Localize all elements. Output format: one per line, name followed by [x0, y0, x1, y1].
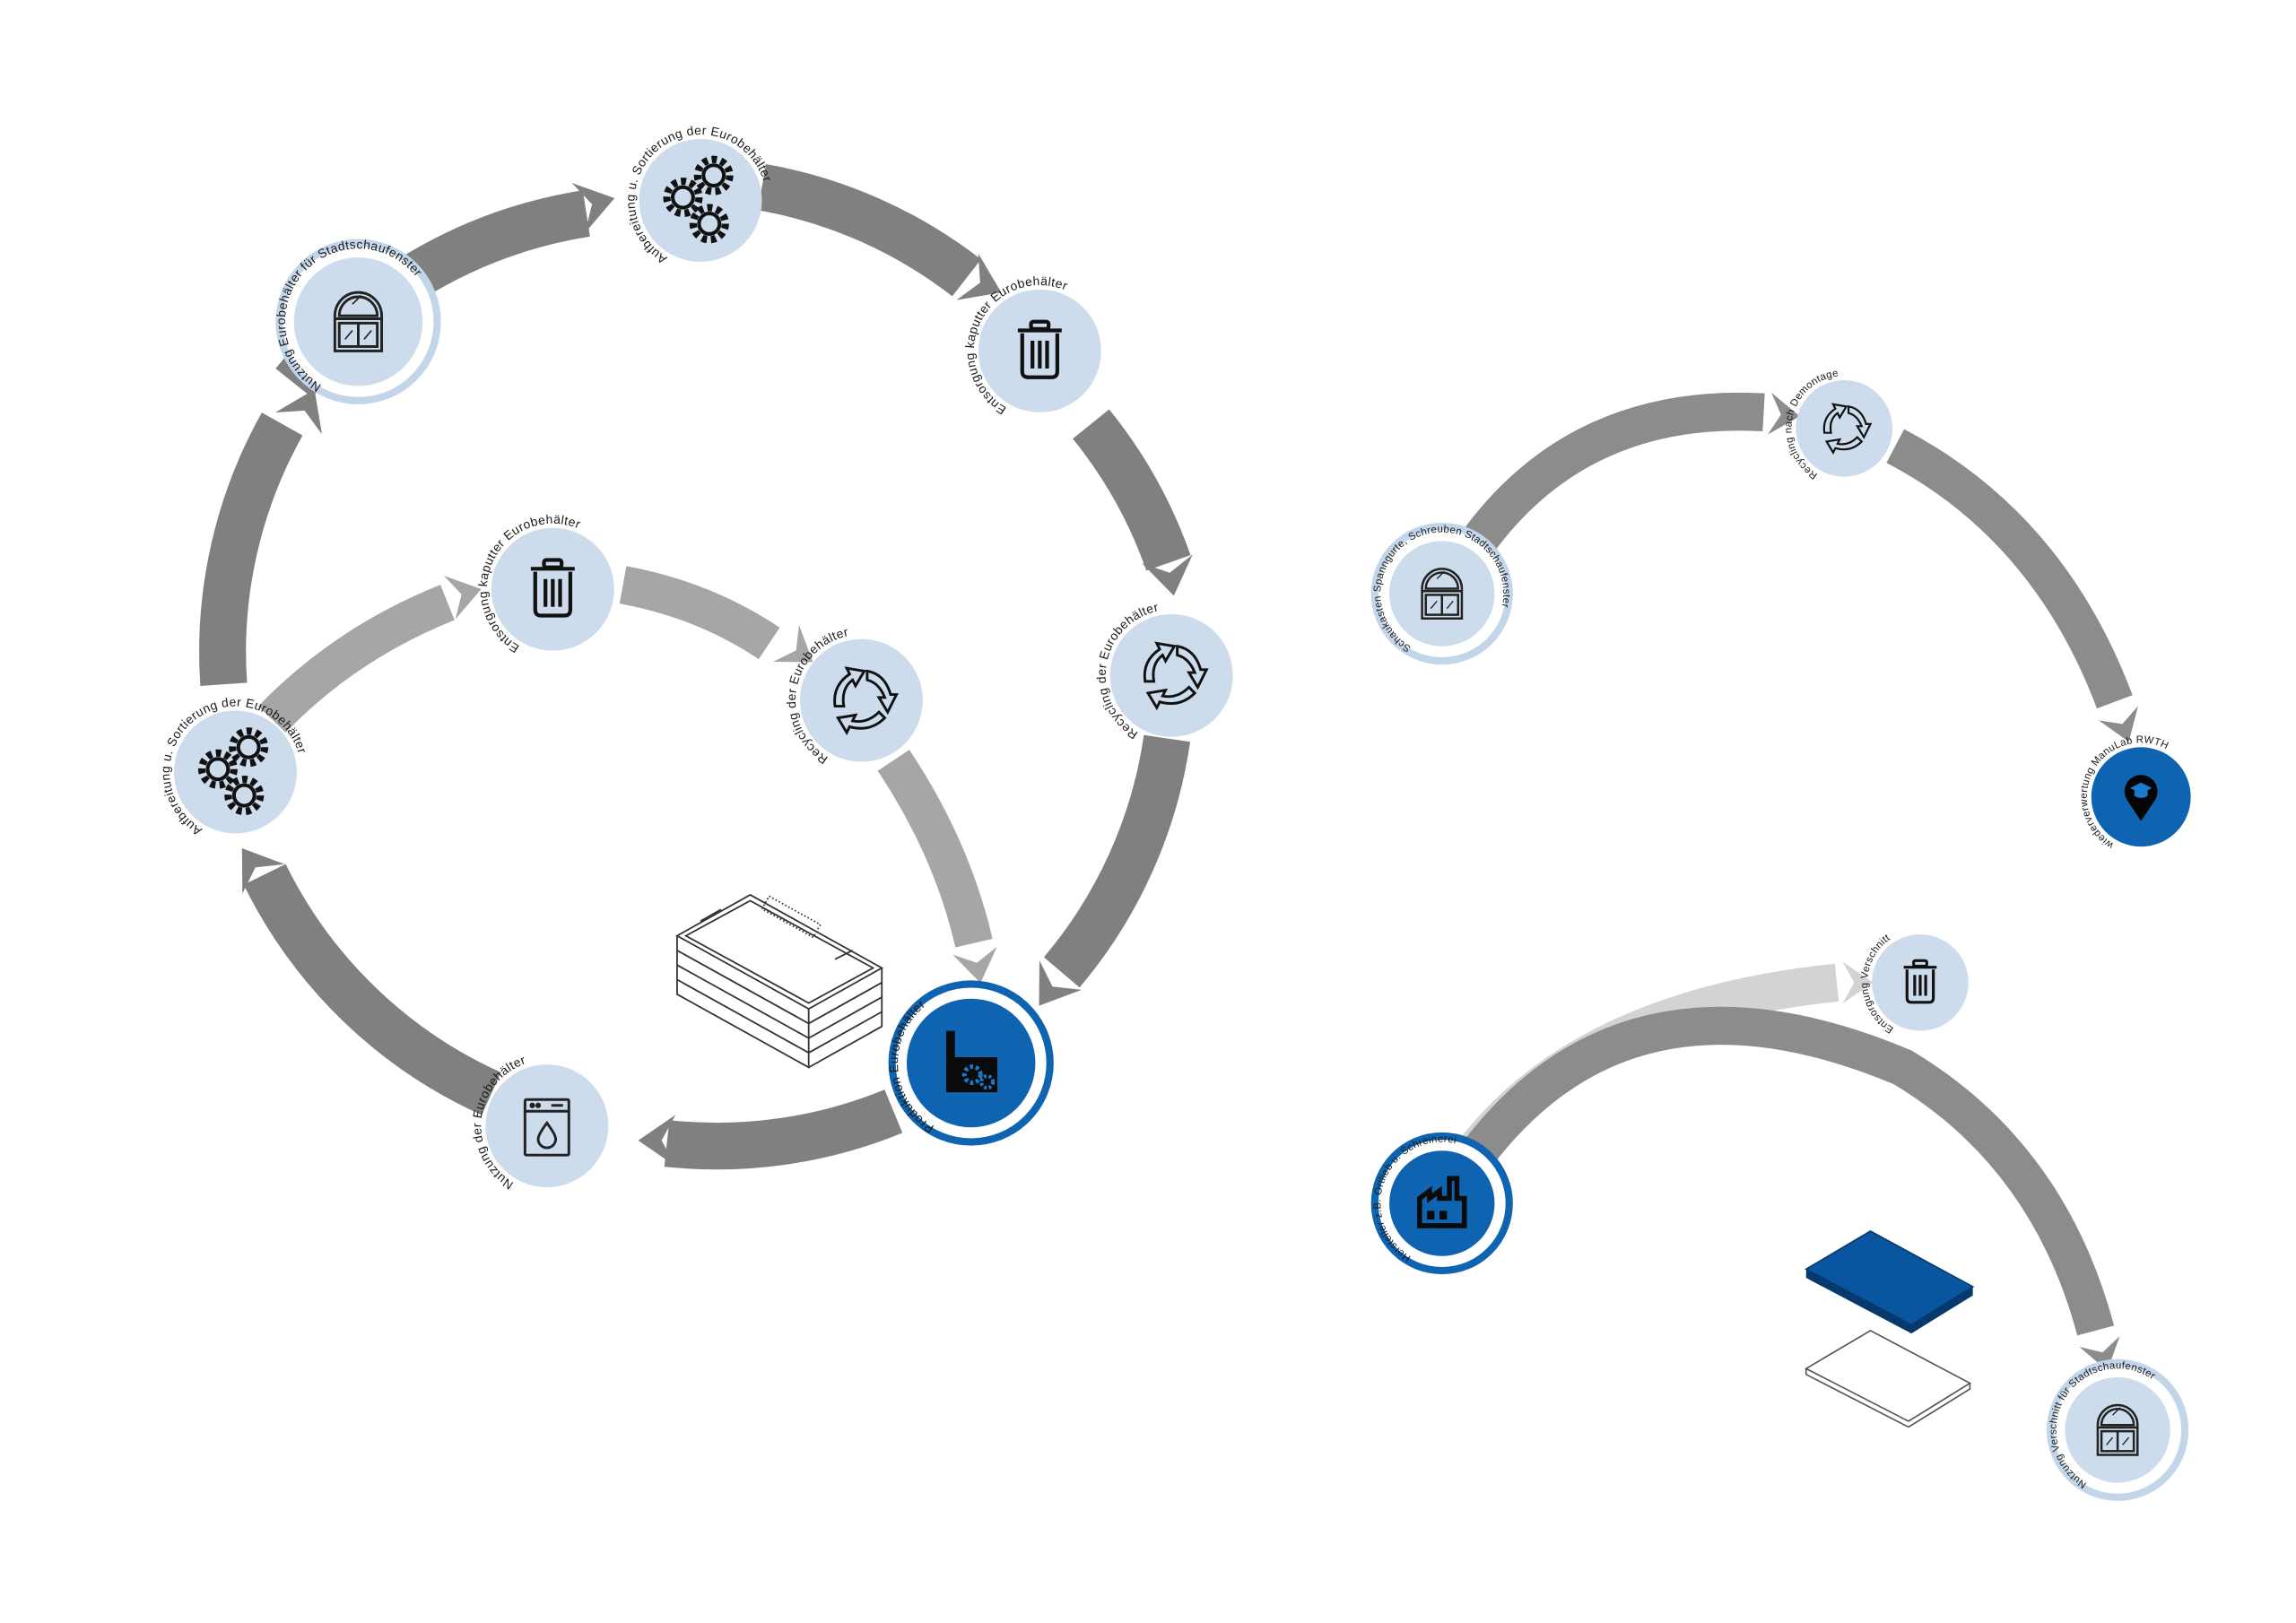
arrow-recycling-to-wiederverwertung	[1886, 429, 2133, 709]
arrow-hersteller-to-nutzung-verschnitt	[1456, 1006, 2115, 1336]
process-node[interactable]: Hersteller z.B. Ortlieb u. Schreinerei	[1370, 1132, 1513, 1275]
arrowhead	[571, 183, 615, 233]
node-circle	[485, 1064, 609, 1188]
product-illustrations	[675, 893, 1975, 1428]
arrow-aufbereitung-to-entsorgung	[757, 164, 981, 297]
white-plate-illustration	[1805, 1329, 1972, 1428]
arrowhead	[274, 389, 323, 435]
process-node[interactable]: Aufbereitung u. Sortierung der Eurobehäl…	[623, 123, 776, 267]
arrow-inner-aufbereitung-to-entsorgung	[257, 585, 455, 733]
arrow-inner-entsorgung-to-recycling	[619, 566, 780, 660]
arrow-schaukasten-to-recycling	[1463, 392, 1765, 552]
arrowhead	[638, 1115, 676, 1167]
euro-crate-illustration	[675, 893, 884, 1069]
process-node[interactable]: wiederverwertung ManuLab RWTH	[2079, 734, 2196, 851]
arrow-produktion-to-nutzung	[664, 1089, 903, 1170]
arrow-aufbereitung-to-nutzung-stadt	[199, 412, 303, 686]
arrow-hersteller-to-entsorgung	[1456, 963, 1839, 1167]
arrowhead	[952, 946, 997, 984]
arrowhead	[2099, 706, 2138, 742]
arrowhead	[1142, 554, 1193, 596]
process-node[interactable]: Nutzung der Eurobehälter	[469, 1053, 613, 1193]
process-node[interactable]: Recycling nach Demontage	[1783, 368, 1896, 481]
node-circle	[799, 638, 923, 762]
process-node[interactable]: Entsorgung Verschnitt	[1859, 930, 1972, 1035]
process-node[interactable]: Entsorgung kaputter Eurobehälter	[475, 512, 619, 656]
arrowhead	[1842, 961, 1874, 1004]
process-node[interactable]: Produktion Eurobehälter	[886, 980, 1054, 1146]
arrow-entsorgung-to-recycling	[1072, 409, 1191, 571]
arrow-nutzung-to-aufbereitung-left	[243, 864, 501, 1115]
process-node[interactable]: Nutzung Eurobehälter für Stadtschaufenst…	[274, 237, 441, 404]
arrowhead	[773, 624, 813, 663]
process-node[interactable]: Aufbereitung u. Sortierung der Eurobehäl…	[158, 695, 310, 839]
arrow-inner-recycling-to-produktion	[877, 750, 993, 948]
process-node[interactable]: Schaukasten Spanngurte, Schreuben Stadts…	[1370, 522, 1513, 665]
arrowhead	[1039, 959, 1082, 1006]
process-node[interactable]: Recycling der Eurobehälter	[1094, 600, 1238, 742]
arrowhead	[1768, 393, 1800, 435]
node-circle	[1796, 379, 1892, 477]
arrowhead	[241, 847, 285, 894]
node-circle	[1109, 613, 1233, 737]
arrowhead	[443, 576, 482, 620]
node-circle	[2065, 1377, 2170, 1483]
process-node[interactable]: Nutzung Verschnitt für Stadtschaufenster	[2047, 1358, 2189, 1501]
node-circle	[1389, 1150, 1495, 1256]
arrowhead	[956, 253, 1002, 300]
node-circle	[293, 256, 423, 386]
flow-arrows	[199, 164, 2138, 1371]
arrow-recycling-to-produktion	[1043, 734, 1191, 988]
blue-plate-illustration	[1805, 1230, 1975, 1334]
node-circle	[1389, 541, 1495, 647]
